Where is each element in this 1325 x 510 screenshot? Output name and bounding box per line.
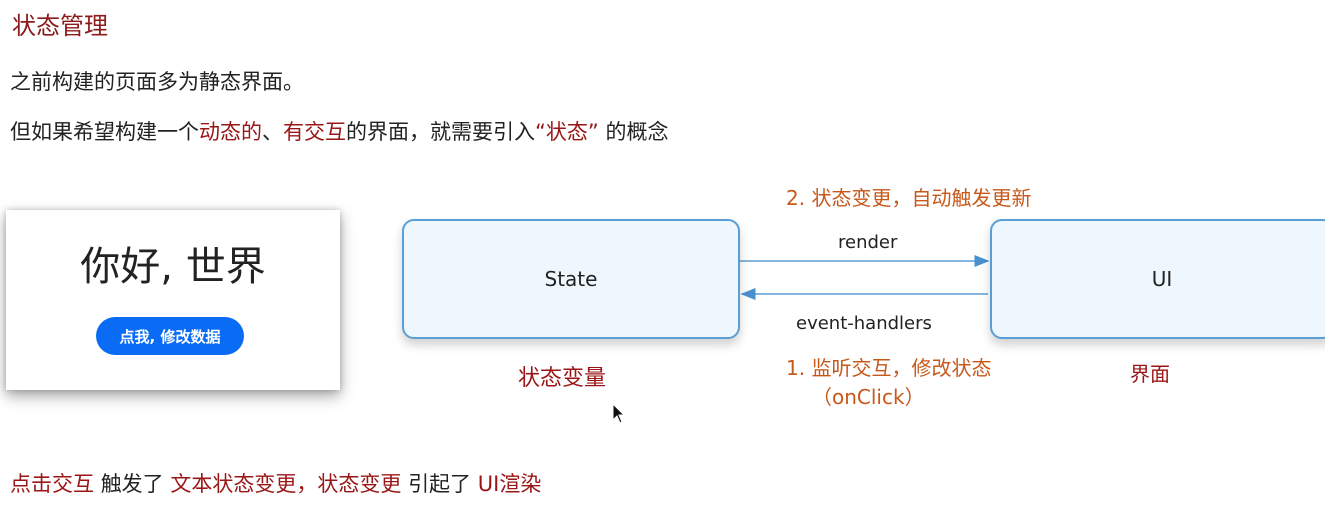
mouse-pointer-icon — [612, 402, 626, 429]
slide-title: 状态管理 — [12, 12, 108, 40]
event-handlers-label: event-handlers — [796, 313, 932, 334]
concept-middle: 的界面，就需要引入 — [346, 120, 535, 144]
summary-state-change: 状态变更 — [317, 472, 402, 496]
summary-trigger: 触发了 — [100, 472, 164, 496]
step1-annotation: 1. 监听交互，修改状态 — [786, 356, 992, 380]
modify-data-button[interactable]: 点我, 修改数据 — [96, 317, 244, 355]
summary-text-state-change: 文本状态变更， — [170, 472, 318, 496]
step1-onclick-note: （onClick） — [812, 385, 925, 409]
highlight-interactive: 有交互 — [283, 120, 346, 144]
intro-line: 之前构建的页面多为静态界面。 — [10, 70, 304, 94]
render-label: render — [838, 232, 898, 253]
concept-sep: 、 — [262, 120, 283, 144]
summary-cause: 引起了 — [408, 472, 472, 496]
summary-line: 点击交互 触发了 文本状态变更，状态变更 引起了 UI渲染 — [10, 468, 541, 498]
demo-hello-text: 你好, 世界 — [80, 244, 266, 290]
highlight-state: “状态” — [535, 120, 599, 144]
concept-prefix: 但如果希望构建一个 — [10, 120, 199, 144]
ui-caption: 界面 — [1130, 362, 1170, 386]
state-variable-caption: 状态变量 — [518, 366, 607, 391]
demo-preview-card: 你好, 世界 点我, 修改数据 — [6, 210, 340, 390]
highlight-dynamic: 动态的 — [199, 120, 262, 144]
ui-box: UI — [990, 219, 1325, 339]
ui-box-label: UI — [1151, 267, 1173, 291]
concept-line: 但如果希望构建一个动态的、有交互的界面，就需要引入“状态” 的概念 — [10, 116, 668, 146]
summary-click: 点击交互 — [10, 472, 94, 496]
state-box: State — [402, 219, 740, 339]
summary-ui-render: UI渲染 — [477, 472, 542, 496]
state-box-label: State — [544, 267, 598, 291]
step2-annotation: 2. 状态变更，自动触发更新 — [786, 186, 1032, 210]
concept-suffix: 的概念 — [605, 120, 669, 144]
